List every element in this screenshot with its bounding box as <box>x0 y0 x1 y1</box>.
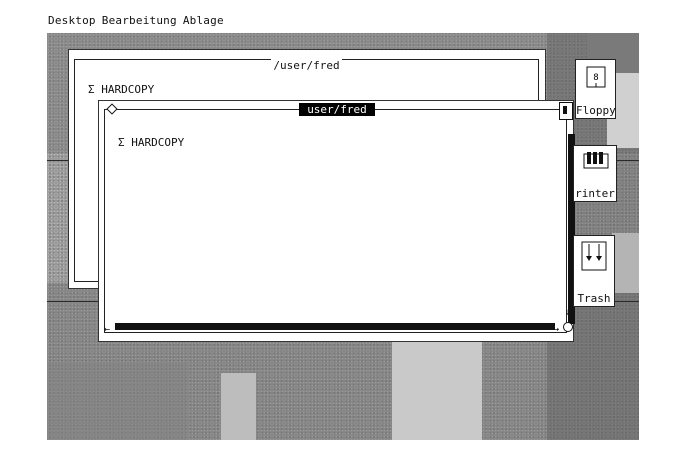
desktop-pattern <box>612 233 639 293</box>
active-window[interactable]: user/fred Σ HARDCOPY ↓ → ← <box>98 100 575 342</box>
menu-bearbeitung[interactable]: Bearbeitung <box>101 14 177 27</box>
menu-bar: Desktop Bearbeitung Ablage <box>48 14 230 27</box>
file-item-hardcopy[interactable]: Σ HARDCOPY <box>118 136 185 149</box>
resize-box-icon[interactable] <box>563 322 573 332</box>
desktop-pattern <box>221 373 256 440</box>
horizontal-scrollbar[interactable] <box>115 323 555 330</box>
printer-label: rinter <box>575 187 615 200</box>
window-title[interactable]: user/fred <box>299 103 375 116</box>
menu-desktop[interactable]: Desktop <box>48 14 96 27</box>
vertical-scrollbar[interactable] <box>568 134 575 324</box>
file-item-hardcopy[interactable]: Σ HARDCOPY <box>88 83 155 96</box>
desktop-pattern <box>47 363 187 440</box>
full-size-box-icon[interactable] <box>559 102 573 120</box>
printer-icon[interactable]: rinter <box>573 145 617 202</box>
floppy-disk-icon: 8 <box>586 66 606 88</box>
window-title-bar[interactable]: /user/fred <box>75 54 538 73</box>
svg-text:8: 8 <box>593 73 598 83</box>
scroll-right-arrow-icon[interactable]: → <box>553 324 560 335</box>
trash-can-icon <box>581 241 607 271</box>
printer-glyph-icon <box>583 152 609 169</box>
trash-label: Trash <box>577 292 611 305</box>
scroll-down-arrow-icon[interactable]: ↓ <box>565 307 572 318</box>
scroll-left-arrow-icon[interactable]: ← <box>104 324 111 335</box>
floppy-label: Floppy <box>576 104 616 117</box>
desktop-pattern <box>392 333 482 440</box>
menu-ablage[interactable]: Ablage <box>182 14 224 27</box>
floppy-drive-icon[interactable]: 8 Floppy <box>575 59 616 119</box>
window-title: /user/fred <box>271 59 342 72</box>
trash-icon[interactable]: Trash <box>573 235 615 307</box>
